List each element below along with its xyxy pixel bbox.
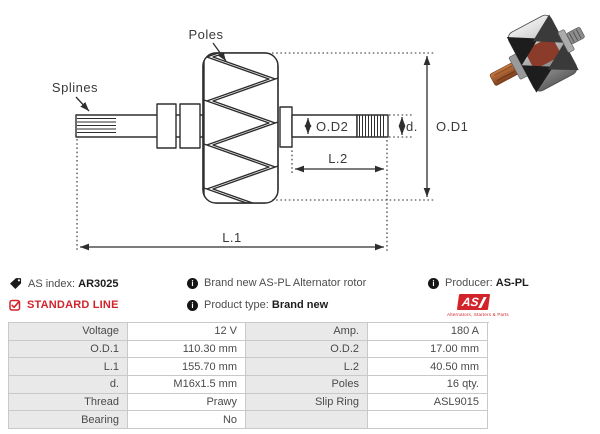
spec-value xyxy=(368,411,488,429)
spec-value: No xyxy=(128,411,246,429)
diagram-label-l2: L.2 xyxy=(328,151,348,166)
spec-table: Voltage 12 V Amp. 180 A O.D.1 110.30 mm … xyxy=(8,322,489,429)
diagram-label-l1: L.1 xyxy=(222,230,242,245)
dimension-lines xyxy=(75,42,431,251)
checkbox-icon xyxy=(9,299,21,311)
as-index: AS index: AR3025 xyxy=(9,277,119,290)
spec-value: M16x1.5 mm xyxy=(128,375,246,394)
info-icon xyxy=(187,277,198,289)
product-description-text: Brand new AS-PL Alternator rotor xyxy=(204,277,367,289)
construction-lines xyxy=(76,52,434,252)
spec-label: d. xyxy=(9,375,128,394)
spec-value: 180 A xyxy=(368,323,488,341)
spec-label: Bearing xyxy=(9,411,128,429)
brand-logo-mark: AS xyxy=(456,294,490,310)
spec-value: 17.00 mm xyxy=(368,340,488,359)
spec-value: 155.70 mm xyxy=(128,358,246,376)
spec-label: O.D.2 xyxy=(246,340,368,359)
spec-label: Voltage xyxy=(9,323,128,341)
spec-value: Prawy xyxy=(128,393,246,412)
spec-label: O.D.1 xyxy=(9,340,128,359)
as-index-value: AR3025 xyxy=(78,277,119,290)
diagram-label-od1: O.D1 xyxy=(436,119,468,134)
spec-label: L.1 xyxy=(9,358,128,376)
diagram-label-d: d. xyxy=(406,119,418,134)
brand-logo: AS Alternators, Starters & Parts xyxy=(447,293,509,317)
standard-line-label: STANDARD LINE xyxy=(27,299,119,311)
as-index-label: AS index: xyxy=(28,277,76,290)
info-icon xyxy=(187,299,198,311)
producer-value: AS-PL xyxy=(495,277,529,289)
product-description: Brand new AS-PL Alternator rotor xyxy=(187,277,366,289)
spec-value: ASL9015 xyxy=(368,393,488,412)
tag-icon xyxy=(10,278,22,289)
spec-value: 16 qty. xyxy=(368,375,488,394)
product-type-value: Brand new xyxy=(271,299,329,311)
diagram-label-splines: Splines xyxy=(52,80,98,95)
spec-label: Poles xyxy=(246,375,368,394)
spec-value: 110.30 mm xyxy=(128,340,246,359)
technical-diagram: Poles Splines O.D2 d. O.D1 L.2 L.1 xyxy=(52,27,468,252)
producer: Producer: AS-PL xyxy=(428,277,529,289)
rotor-photo-group xyxy=(489,14,585,93)
brand-logo-text: AS xyxy=(460,295,480,309)
spec-label: Thread xyxy=(9,393,128,412)
product-photo[interactable] xyxy=(488,0,598,108)
producer-label: Producer: xyxy=(445,277,493,289)
spec-value: 40.50 mm xyxy=(368,358,488,376)
spec-label xyxy=(246,411,368,429)
spec-label: Amp. xyxy=(246,323,368,341)
standard-line-badge: STANDARD LINE xyxy=(9,299,119,311)
rotor-drawing xyxy=(75,52,389,204)
product-type: Product type: Brand new xyxy=(187,299,328,311)
spec-value: 12 V xyxy=(128,323,246,341)
diagram-label-poles: Poles xyxy=(188,27,223,42)
spec-label: L.2 xyxy=(246,358,368,376)
product-type-label: Product type: xyxy=(204,299,269,311)
brand-logo-tagline: Alternators, Starters & Parts xyxy=(447,312,509,317)
diagram-label-od2: O.D2 xyxy=(316,119,348,134)
spec-label: Slip Ring xyxy=(246,393,368,412)
info-icon xyxy=(428,277,439,289)
